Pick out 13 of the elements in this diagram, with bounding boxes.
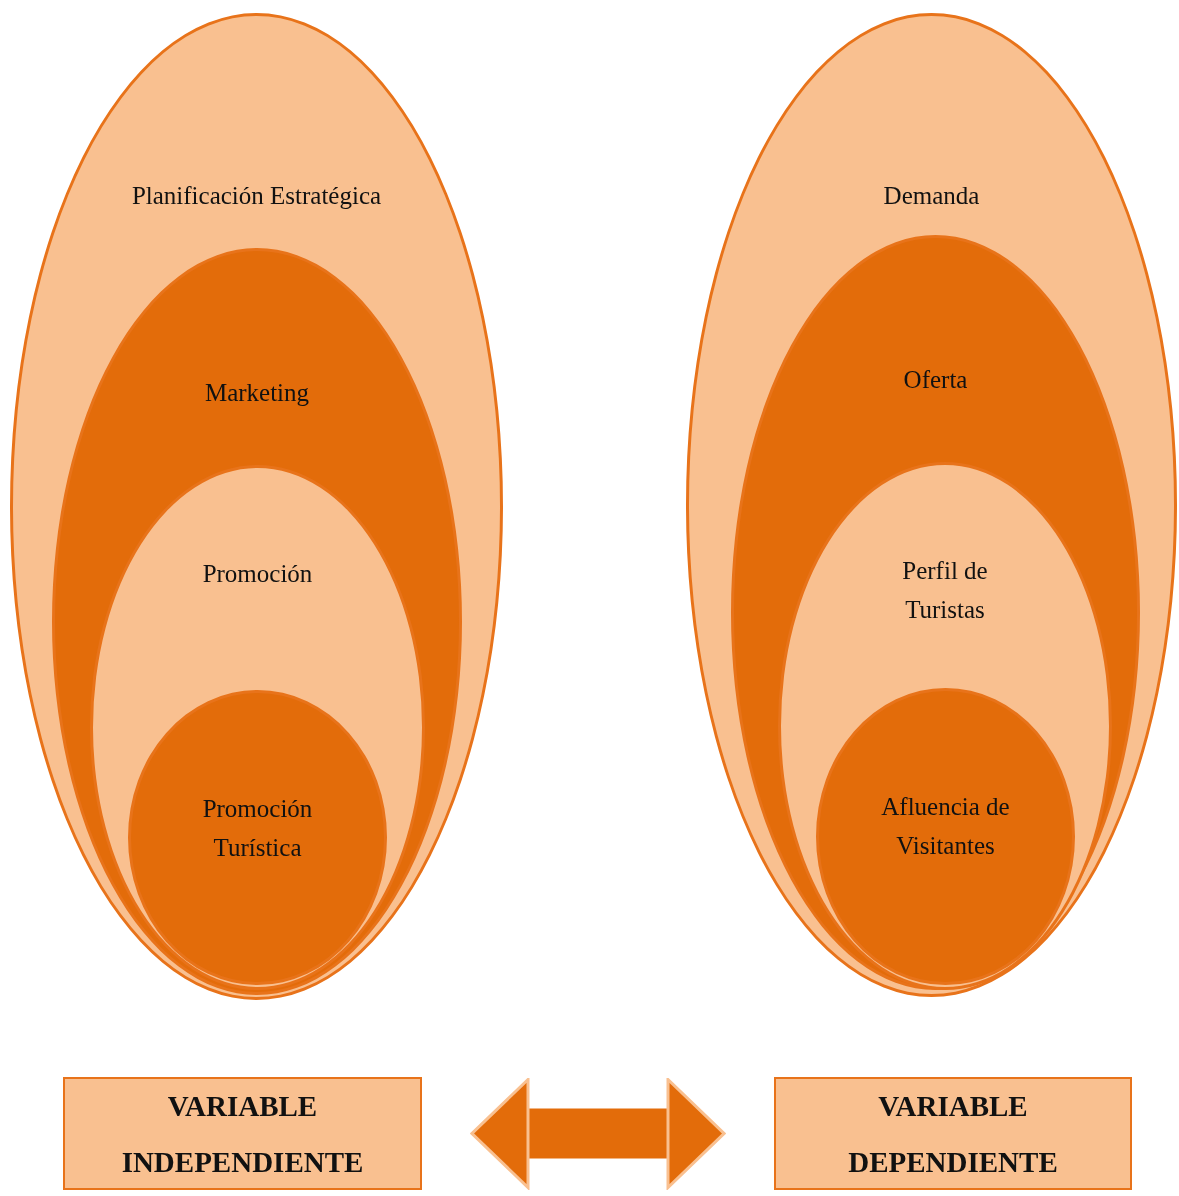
ellipse-label: Marketing: [203, 378, 311, 408]
double-arrow: [470, 1078, 726, 1189]
ellipse-label: Oferta: [902, 365, 969, 395]
ellipse-label: Promoción: [201, 559, 314, 589]
ellipse-label: Promoción Turística: [201, 794, 314, 863]
variable-box: [774, 1077, 1132, 1190]
variable-label: VARIABLE INDEPENDIENTE: [120, 1088, 365, 1180]
ellipse-label: Demanda: [882, 181, 981, 211]
ellipse-label: Afluencia de Visitantes: [880, 792, 1011, 861]
variable-box: [63, 1077, 422, 1190]
variable-label: VARIABLE DEPENDIENTE: [847, 1088, 1059, 1180]
ellipse-label: Planificación Estratégica: [130, 181, 383, 211]
ellipse-label: Perfil de Turistas: [901, 556, 989, 625]
